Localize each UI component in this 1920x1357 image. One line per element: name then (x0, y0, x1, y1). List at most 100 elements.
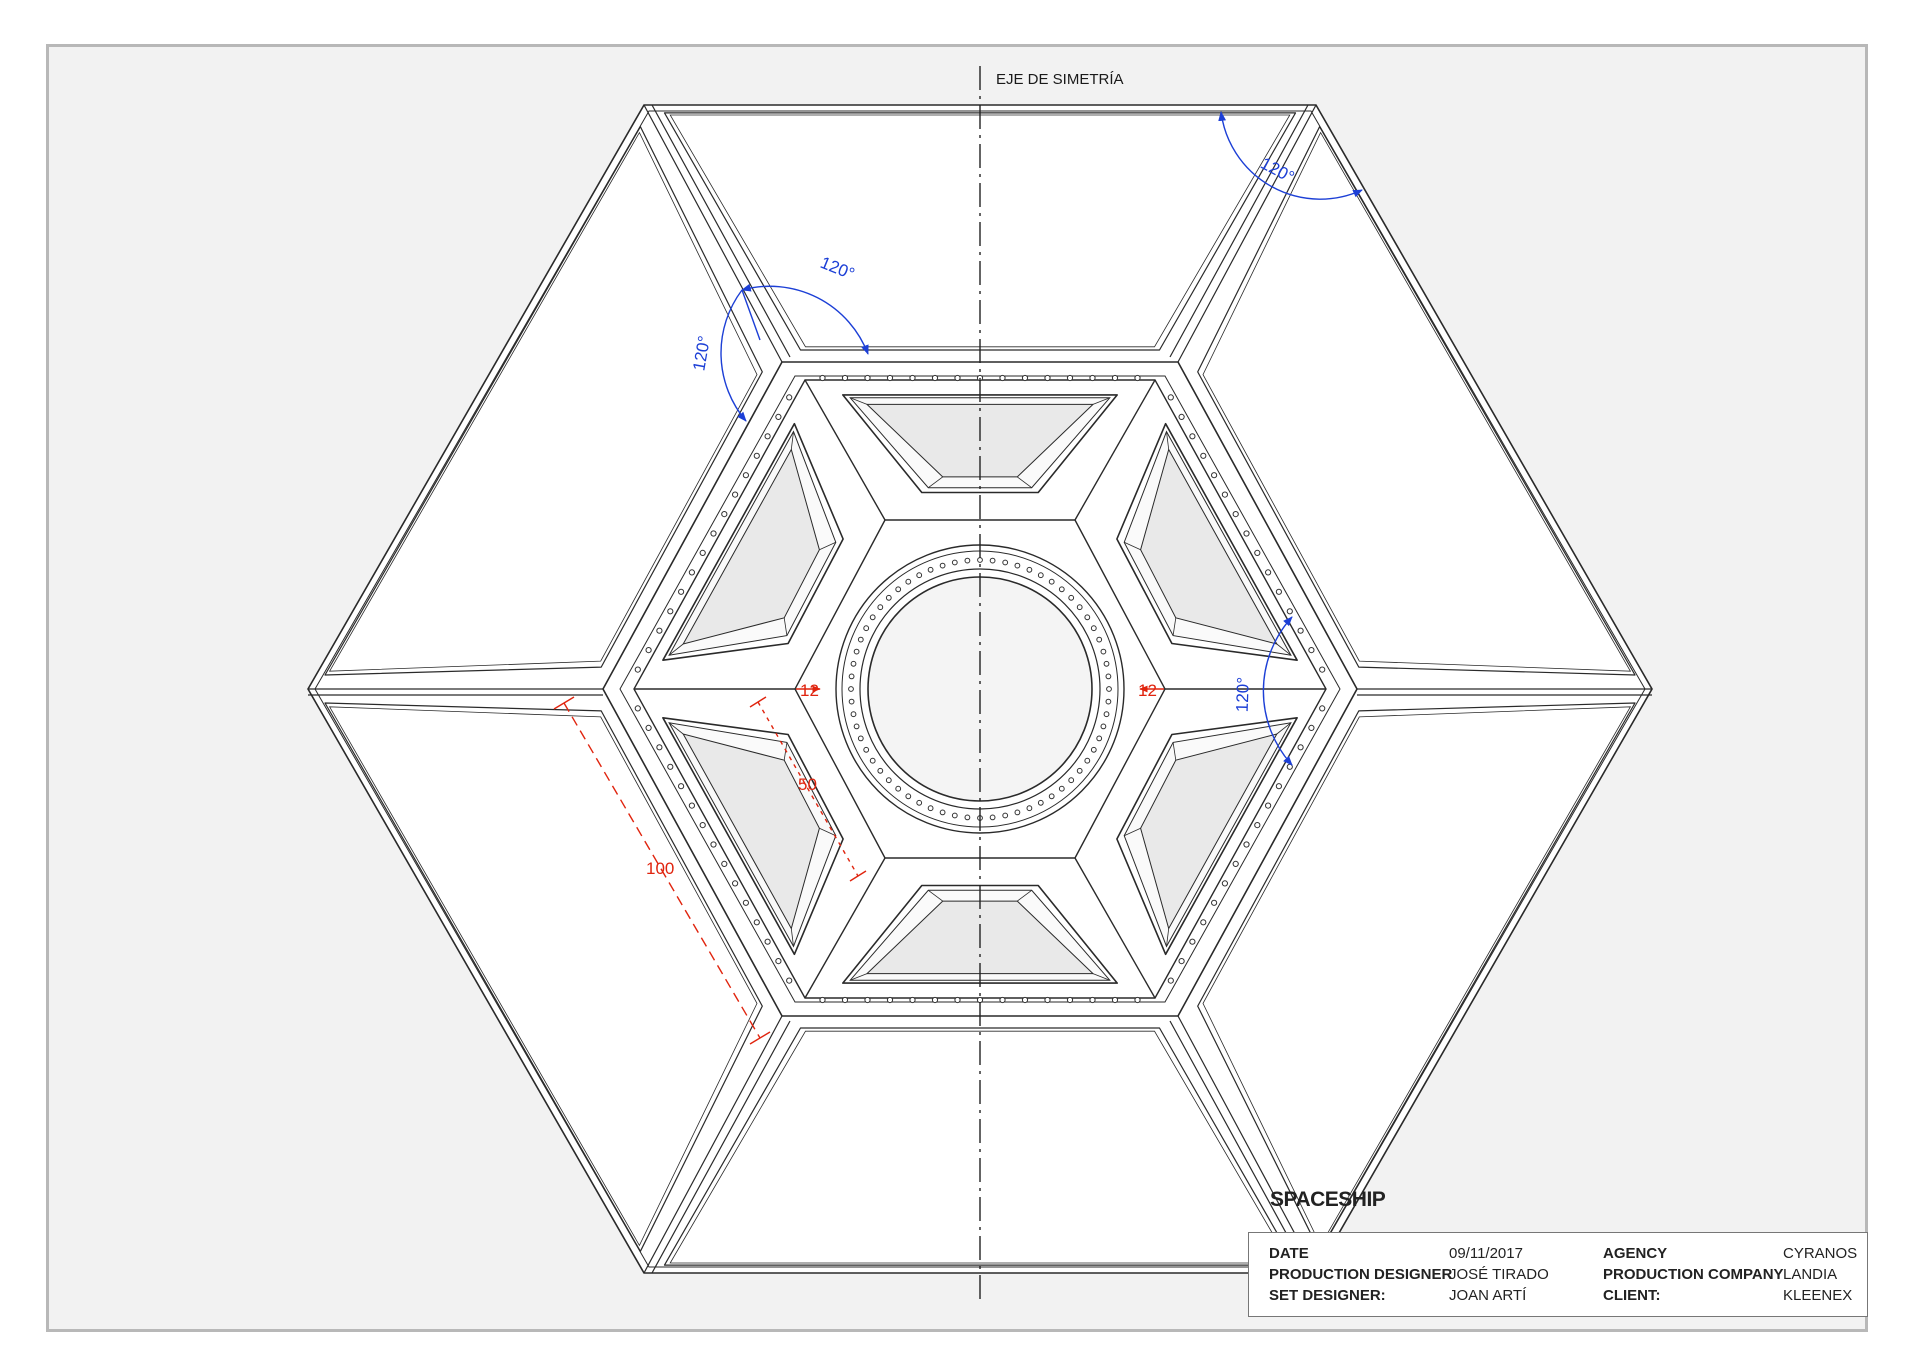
window-bevel-line (850, 397, 868, 405)
rivet (1002, 559, 1009, 566)
rivet (1068, 777, 1075, 784)
rivet (1211, 472, 1218, 479)
rivet (864, 996, 871, 1004)
rivet (895, 586, 902, 593)
rivet (645, 724, 652, 732)
rivet (1037, 572, 1044, 579)
rivet (989, 557, 996, 564)
outer-panel-inner-edge (328, 706, 758, 1247)
central-hatch (835, 544, 1125, 834)
rivet (850, 711, 857, 718)
angle-label-right: 120° (1233, 677, 1253, 713)
rivet (1167, 977, 1174, 984)
drawing-title: SPACESHIP (1270, 1188, 1386, 1211)
rivet (864, 374, 871, 382)
rivet (1068, 594, 1075, 601)
rivet (819, 374, 826, 382)
dimension-outer-length: 100 (646, 859, 674, 878)
window-bevel-line (783, 617, 788, 636)
rivet (742, 472, 750, 479)
rivet (841, 374, 849, 382)
rivet (1090, 746, 1097, 753)
window-bevel-line (1172, 617, 1177, 636)
rivet (1048, 793, 1055, 800)
rivet (909, 374, 916, 382)
rivet (863, 746, 870, 753)
rivet (1189, 938, 1196, 945)
rivet (764, 938, 771, 945)
rivet (1037, 799, 1044, 806)
rivet (742, 899, 750, 906)
rivet (1297, 744, 1304, 751)
rivet (853, 723, 860, 730)
client-key: CLIENT: (1603, 1287, 1661, 1304)
inner-hexagon (634, 379, 1326, 999)
rivet (916, 572, 923, 579)
middle-ring-rivets (634, 374, 1326, 1004)
hatch-rivets (848, 557, 1112, 821)
rivet (775, 413, 782, 420)
outer-panel (1197, 702, 1636, 1252)
rivet (1189, 433, 1196, 440)
rivet (999, 374, 1006, 382)
rivet (939, 562, 946, 569)
rivet (678, 588, 685, 595)
window-bevel-line (819, 827, 836, 837)
rivet (786, 977, 793, 984)
rivet (1084, 614, 1091, 621)
production-designer-value: JOSÉ TIRADO (1449, 1266, 1549, 1283)
rivet (989, 814, 996, 821)
rivet (1048, 578, 1055, 585)
rivet (1232, 860, 1239, 868)
rivet (1275, 783, 1283, 790)
rivet (1106, 686, 1112, 692)
rivet (1014, 809, 1021, 816)
date-key: DATE (1269, 1245, 1309, 1262)
symmetry-axis-label: EJE DE SIMETRÍA (996, 71, 1124, 88)
rivet (909, 996, 916, 1004)
rivet (1089, 374, 1096, 382)
rivet (1211, 899, 1218, 906)
rivet (656, 744, 663, 751)
rivet (863, 625, 870, 632)
dimension-gap-right: 12 (1138, 681, 1157, 700)
window-bevel-line (790, 928, 794, 947)
outer-panel (1197, 126, 1636, 676)
rivet (1066, 374, 1074, 382)
rivet (1103, 711, 1110, 718)
window-bevel-line (1124, 541, 1141, 551)
length-dimensions (553, 685, 1164, 1045)
rivet (857, 735, 864, 742)
outer-panel-inner-edge (1202, 706, 1632, 1247)
window-bevel-line (1092, 973, 1110, 981)
rivet (886, 374, 894, 382)
rivet (1026, 566, 1033, 573)
window-bevel-line (1172, 742, 1177, 761)
rivet (1076, 767, 1083, 774)
rivet (634, 705, 641, 712)
rivet (1058, 785, 1065, 792)
rivet (1026, 805, 1033, 812)
rivet (1105, 698, 1112, 705)
outer-panels (324, 112, 1636, 1266)
rivet (1265, 802, 1272, 809)
rivet (667, 608, 674, 615)
rivet (848, 673, 855, 680)
rivet (1014, 562, 1021, 569)
rivet (1084, 757, 1091, 764)
rivet (1200, 452, 1207, 459)
rivet (753, 452, 760, 459)
rivet (1105, 673, 1112, 680)
window-bevel-line (928, 889, 943, 902)
rivet (1111, 996, 1119, 1004)
rivet (1319, 705, 1326, 712)
rivet (1096, 735, 1103, 742)
window-bevel-line (790, 431, 794, 450)
rivet (1221, 491, 1229, 498)
rivet (1275, 588, 1283, 595)
rivet (850, 660, 857, 667)
rivet (916, 799, 923, 806)
rivet (786, 394, 793, 401)
outer-panel-inner-edge (669, 114, 1291, 348)
